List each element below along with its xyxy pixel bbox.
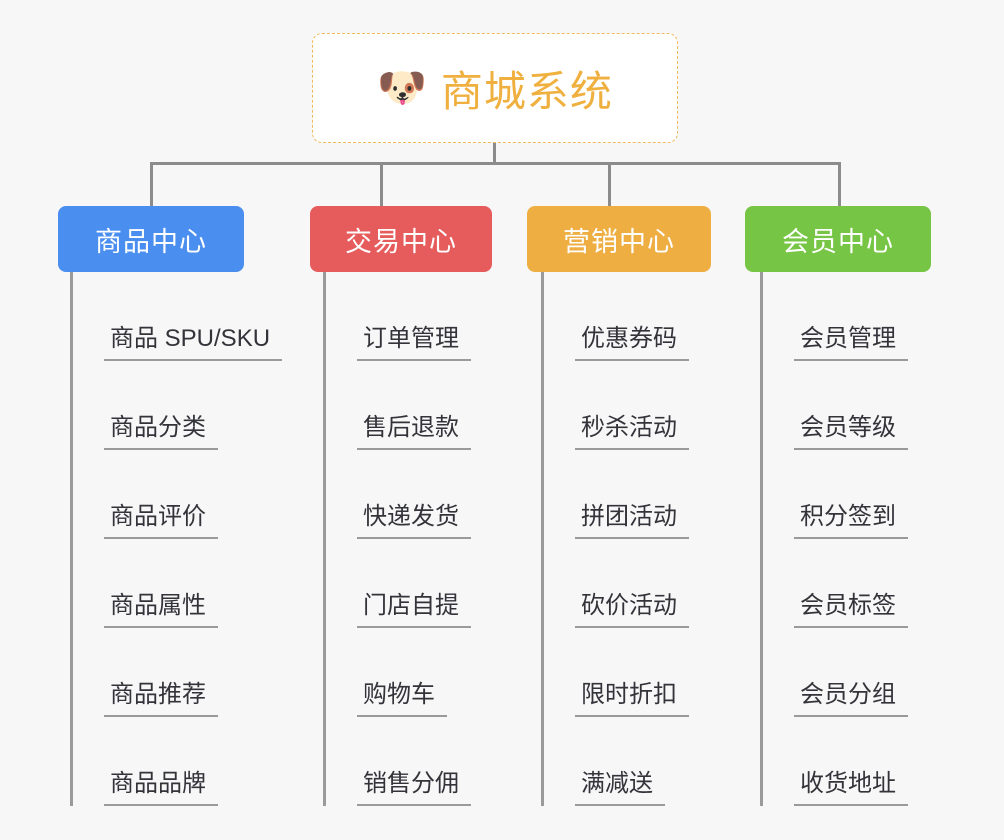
connector-root-stem [493,143,496,164]
connector-drop-2 [380,162,383,206]
list-item[interactable]: 商品推荐 [70,628,282,717]
category-label: 商品中心 [95,226,207,257]
list-item[interactable]: 商品分类 [70,361,282,450]
leaf-label: 满减送 [575,770,665,806]
root-node[interactable]: 🐶 商城系统 [312,33,678,143]
dog-face-icon: 🐶 [377,66,427,110]
leaf-label: 售后退款 [357,414,471,450]
leaf-label: 商品评价 [104,503,218,539]
list-item[interactable]: 收货地址 [760,717,908,806]
leaf-label: 会员等级 [794,414,908,450]
leaf-label: 商品品牌 [104,770,218,806]
leaf-label: 限时折扣 [575,681,689,717]
connector-drop-4 [838,162,841,206]
category-header-2[interactable]: 营销中心 [527,206,711,272]
category-label: 会员中心 [782,226,894,257]
leaf-label: 拼团活动 [575,503,689,539]
branch-column-2: 优惠券码 秒杀活动 拼团活动 砍价活动 限时折扣 满减送 [541,272,689,806]
leaf-label: 砍价活动 [575,592,689,628]
leaf-label: 订单管理 [357,325,471,361]
leaf-label: 快递发货 [357,503,471,539]
list-item[interactable]: 购物车 [323,628,471,717]
leaf-label: 商品推荐 [104,681,218,717]
leaf-label: 会员标签 [794,592,908,628]
list-item[interactable]: 门店自提 [323,539,471,628]
leaf-label: 销售分佣 [357,770,471,806]
branch-column-1: 订单管理 售后退款 快递发货 门店自提 购物车 销售分佣 [323,272,471,806]
list-item[interactable]: 拼团活动 [541,450,689,539]
list-item[interactable]: 快递发货 [323,450,471,539]
category-header-0[interactable]: 商品中心 [58,206,244,272]
category-label: 交易中心 [345,226,457,257]
list-item[interactable]: 订单管理 [323,272,471,361]
branch-spine [541,272,544,806]
leaf-label: 会员管理 [794,325,908,361]
list-item[interactable]: 会员等级 [760,361,908,450]
list-item[interactable]: 会员分组 [760,628,908,717]
branch-spine [323,272,326,806]
branch-spine [760,272,763,806]
leaf-label: 商品分类 [104,414,218,450]
connector-horizontal-bus [150,162,840,165]
leaf-label: 门店自提 [357,592,471,628]
leaf-label: 会员分组 [794,681,908,717]
connector-drop-3 [608,162,611,206]
category-header-3[interactable]: 会员中心 [745,206,931,272]
list-item[interactable]: 积分签到 [760,450,908,539]
list-item[interactable]: 会员管理 [760,272,908,361]
category-label: 营销中心 [563,226,675,257]
list-item[interactable]: 商品 SPU/SKU [70,272,283,361]
list-item[interactable]: 商品属性 [70,539,282,628]
list-item[interactable]: 商品品牌 [70,717,282,806]
list-item[interactable]: 会员标签 [760,539,908,628]
leaf-label: 秒杀活动 [575,414,689,450]
category-header-1[interactable]: 交易中心 [310,206,492,272]
list-item[interactable]: 砍价活动 [541,539,689,628]
list-item[interactable]: 优惠券码 [541,272,689,361]
leaf-label: 购物车 [357,681,447,717]
leaf-label: 收货地址 [794,770,908,806]
leaf-label: 商品 SPU/SKU [104,325,283,361]
branch-column-0: 商品 SPU/SKU 商品分类 商品评价 商品属性 商品推荐 商品品牌 [70,272,283,806]
list-item[interactable]: 商品评价 [70,450,282,539]
root-title: 商城系统 [440,67,613,115]
leaf-label: 优惠券码 [575,325,689,361]
list-item[interactable]: 满减送 [541,717,689,806]
leaf-label: 积分签到 [794,503,908,539]
branch-spine [70,272,73,806]
list-item[interactable]: 售后退款 [323,361,471,450]
list-item[interactable]: 秒杀活动 [541,361,689,450]
list-item[interactable]: 销售分佣 [323,717,471,806]
leaf-label: 商品属性 [104,592,218,628]
branch-column-3: 会员管理 会员等级 积分签到 会员标签 会员分组 收货地址 [760,272,908,806]
list-item[interactable]: 限时折扣 [541,628,689,717]
connector-drop-1 [150,162,153,206]
